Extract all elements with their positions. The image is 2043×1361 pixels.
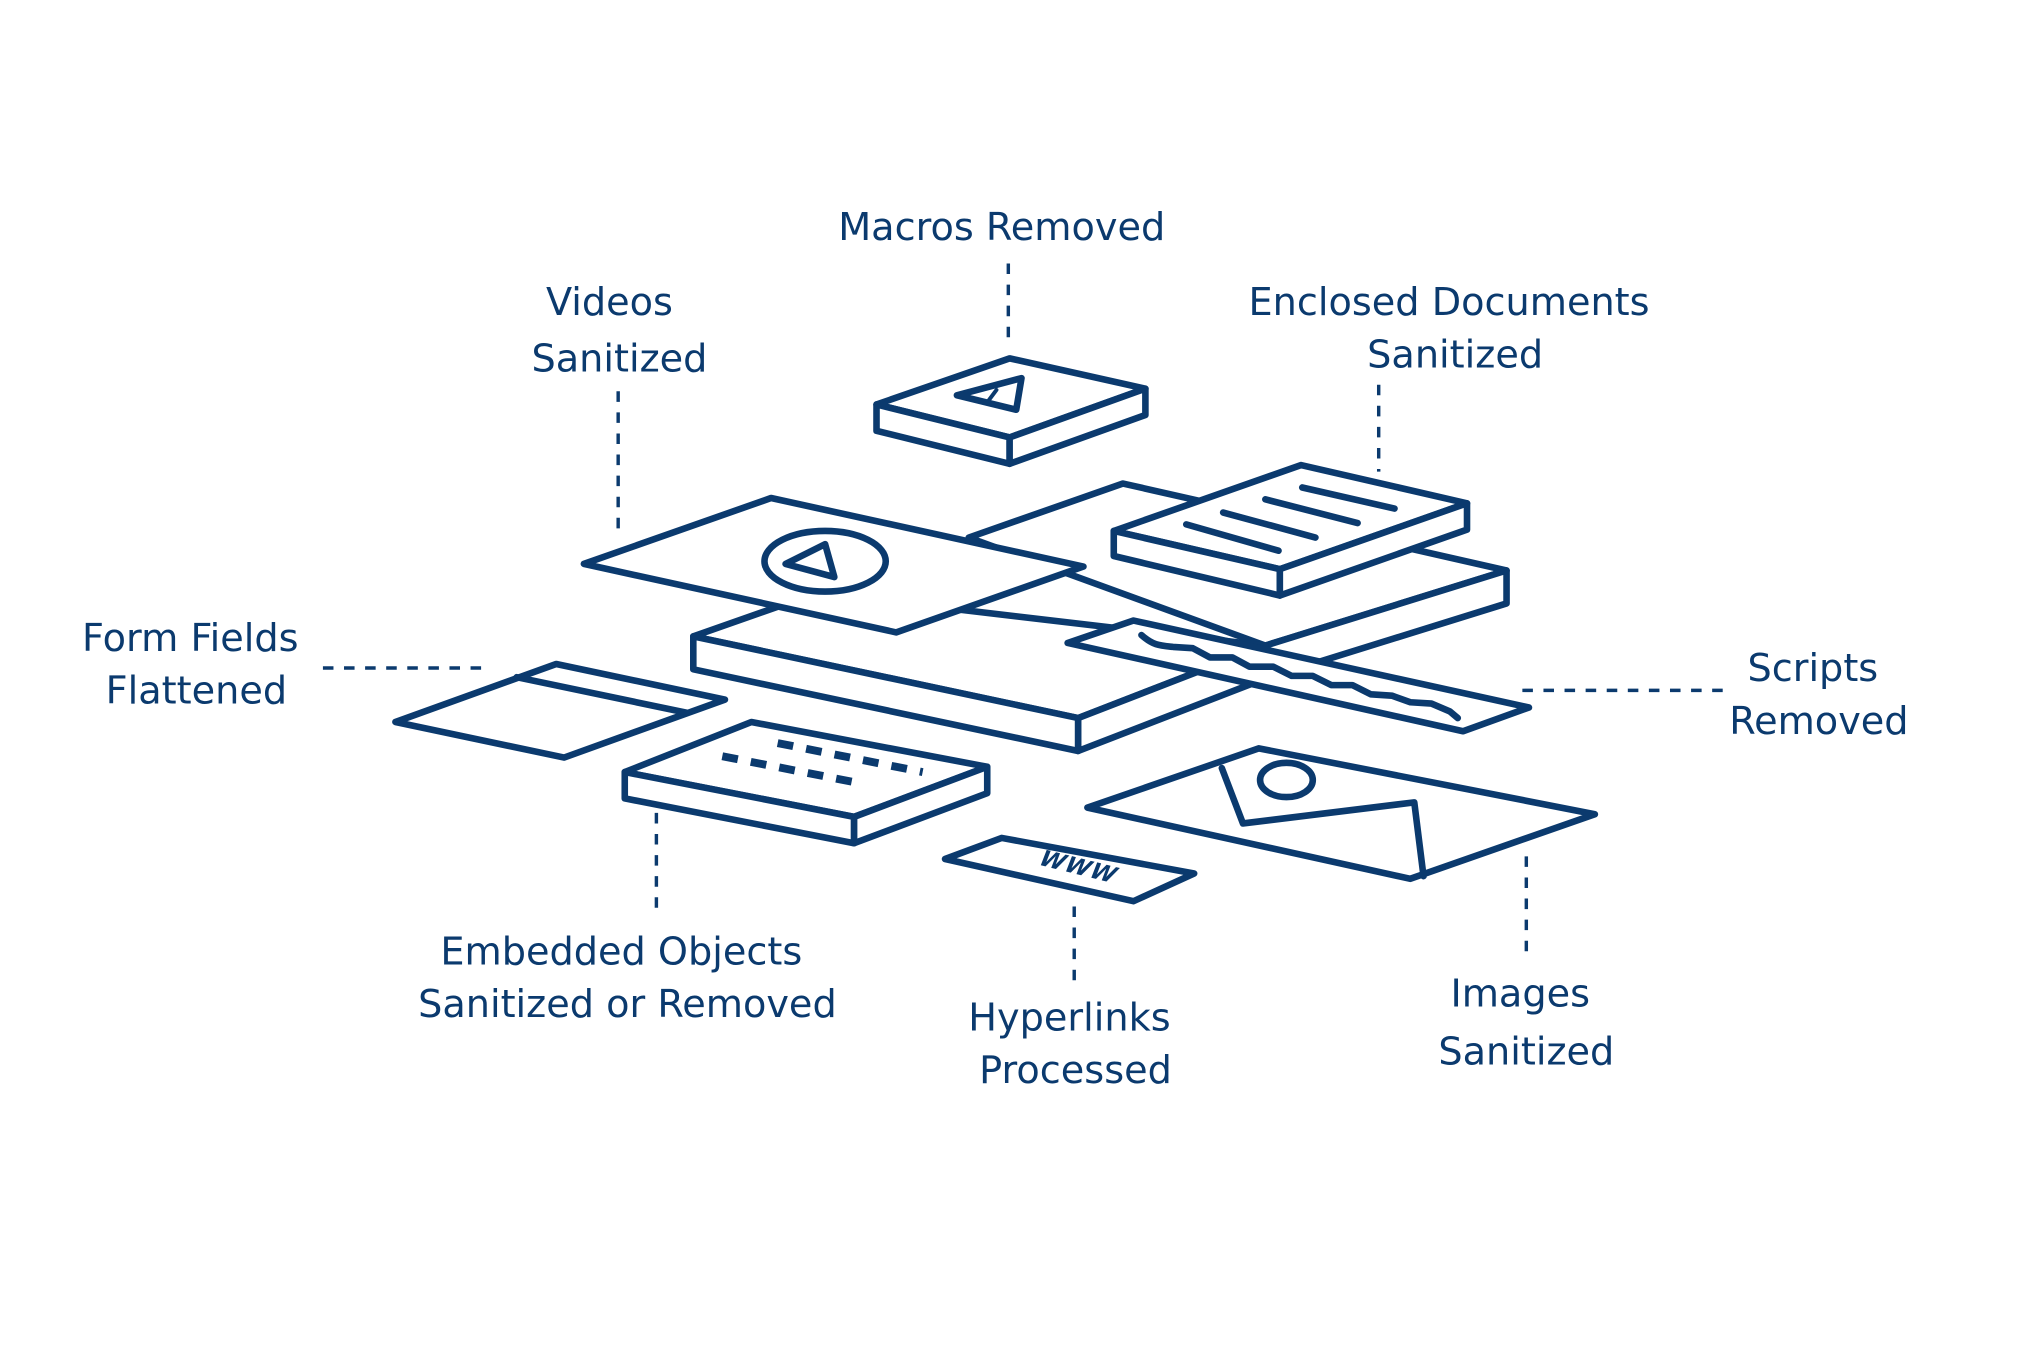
enclosed-side bbox=[1276, 499, 1471, 599]
labels: Macros Removed Videos Sanitized Enclosed… bbox=[82, 206, 1909, 1093]
script-wave-icon bbox=[1138, 631, 1462, 722]
hyperlinks-tag: WWW bbox=[941, 834, 1198, 905]
hyperlinks-card bbox=[941, 834, 1198, 905]
form-fields-card bbox=[392, 660, 729, 761]
label-macros: Macros Removed bbox=[838, 206, 1165, 250]
embedded-object-icon bbox=[721, 739, 924, 787]
play-circle-icon bbox=[761, 527, 890, 595]
embedded-side bbox=[850, 763, 991, 847]
videos-panel bbox=[580, 494, 1087, 636]
form-card bbox=[392, 660, 729, 761]
label-scripts: Scripts Removed bbox=[1729, 647, 1908, 744]
macros-side bbox=[1006, 385, 1149, 468]
warning-mark bbox=[986, 388, 999, 403]
embedded-objects-block bbox=[621, 718, 991, 847]
document-lines-icon bbox=[1182, 484, 1398, 555]
image-icon bbox=[1218, 759, 1427, 880]
label-embedded-objects: Embedded Objects Sanitized or Removed bbox=[418, 930, 837, 1027]
warning-triangle-icon bbox=[953, 374, 1025, 414]
images-card bbox=[1084, 745, 1599, 883]
macros-block bbox=[873, 355, 1149, 468]
label-enclosed-documents: Enclosed Documents Sanitized bbox=[1249, 281, 1662, 378]
label-hyperlinks: Hyperlinks Processed bbox=[968, 996, 1182, 1093]
leader-lines bbox=[322, 263, 1734, 986]
form-field-icon bbox=[513, 673, 691, 717]
label-images: Images Sanitized bbox=[1438, 973, 1614, 1075]
enclosed-documents-block bbox=[1110, 461, 1471, 599]
scripts-strip bbox=[1064, 617, 1533, 735]
label-form-fields: Form Fields Flattened bbox=[82, 617, 311, 714]
play-icon bbox=[782, 540, 838, 581]
label-videos: Videos Sanitized bbox=[532, 281, 708, 382]
